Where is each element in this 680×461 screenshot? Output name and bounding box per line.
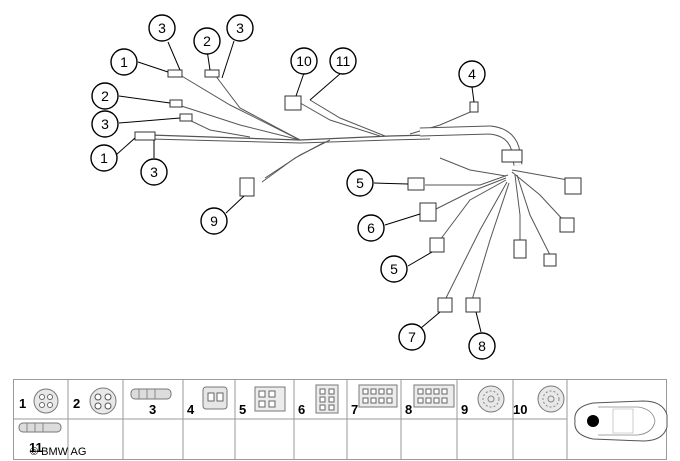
legend-cell-6: 6 xyxy=(298,384,339,417)
legend-label: 4 xyxy=(187,402,195,417)
callout-6: 6 xyxy=(357,214,385,242)
callout-label: 10 xyxy=(296,53,312,69)
callout-5a: 5 xyxy=(346,169,374,197)
callout-label: 2 xyxy=(203,33,211,49)
callout-9: 9 xyxy=(200,207,228,235)
callout-label: 11 xyxy=(336,53,351,69)
legend-label: 6 xyxy=(298,402,305,417)
callout-label: 8 xyxy=(478,338,486,354)
legend-cell-5: 5 xyxy=(239,386,286,417)
legend-label: 10 xyxy=(513,402,527,417)
leader-lines xyxy=(115,40,482,333)
legend-cell-1: 1 xyxy=(19,388,59,414)
callout-label: 9 xyxy=(210,213,218,229)
callout-1b: 1 xyxy=(90,144,118,172)
legend-cell-2: 2 xyxy=(73,387,117,415)
callout-2a: 2 xyxy=(193,27,221,55)
legend-label: 11 xyxy=(29,440,43,455)
callout-3a: 3 xyxy=(148,14,176,42)
callout-11: 11 xyxy=(329,47,357,75)
callout-3b: 3 xyxy=(226,14,254,42)
callout-10: 10 xyxy=(290,47,318,75)
legend-label: 3 xyxy=(149,402,156,417)
copyright-text: © BMW AG xyxy=(30,446,87,458)
callout-label: 6 xyxy=(367,220,375,236)
legend-label: 7 xyxy=(351,402,358,417)
callout-label: 4 xyxy=(468,66,476,82)
legend-cell-10: 10 xyxy=(513,385,565,417)
callout-label: 1 xyxy=(100,150,108,166)
legend-label: 1 xyxy=(19,396,26,411)
callout-3d: 3 xyxy=(140,158,168,186)
callout-label: 3 xyxy=(236,20,244,36)
legend-cell-11: 11 xyxy=(18,422,62,455)
legend-label: 5 xyxy=(239,402,246,417)
legend-label: 2 xyxy=(73,396,80,411)
callout-label: 1 xyxy=(120,54,128,70)
harness-wires xyxy=(149,74,569,301)
callout-8: 8 xyxy=(468,332,496,360)
callout-7: 7 xyxy=(398,323,426,351)
legend-label: 8 xyxy=(405,402,412,417)
callout-1a: 1 xyxy=(110,48,138,76)
legend-cell-4: 4 xyxy=(187,386,228,417)
wiring-harness-diagram: 1 3 2 3 10 11 4 2 3 1 3 9 5 6 5 7 8 xyxy=(90,14,582,360)
legend-cell-3: 3 xyxy=(130,388,172,417)
callout-label: 5 xyxy=(356,175,364,191)
callout-label: 3 xyxy=(158,20,166,36)
callout-label: 3 xyxy=(150,164,158,180)
legend-label: 9 xyxy=(461,402,468,417)
callout-label: 7 xyxy=(408,329,416,345)
callout-2b: 2 xyxy=(91,82,119,110)
connector-legend-table: 1 2 3 4 5 6 xyxy=(13,379,668,460)
callout-label: 2 xyxy=(101,88,109,104)
callout-3c: 3 xyxy=(91,110,119,138)
connectors xyxy=(134,69,582,313)
callout-5b: 5 xyxy=(380,255,408,283)
callout-4: 4 xyxy=(458,60,486,88)
legend-cell-9: 9 xyxy=(461,385,505,417)
vehicle-location-icon xyxy=(574,400,668,442)
callout-label: 5 xyxy=(390,261,398,277)
legend-cell-7: 7 xyxy=(351,384,398,417)
legend-cell-8: 8 xyxy=(405,384,455,417)
callout-label: 3 xyxy=(101,116,109,132)
